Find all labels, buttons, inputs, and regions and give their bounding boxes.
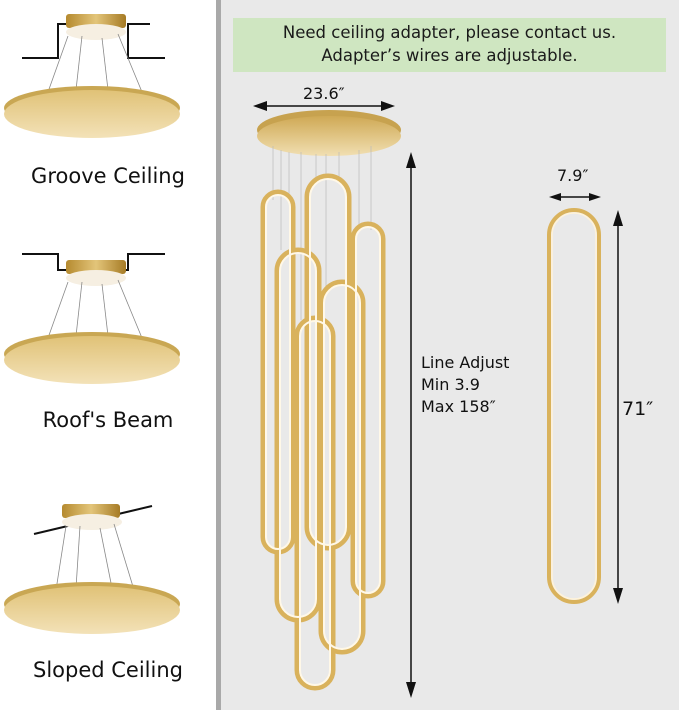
ring-width-label: 7.9″ (557, 166, 589, 185)
groove-ceiling-label: Groove Ceiling (31, 164, 185, 188)
roofs-beam-label: Roof's Beam (42, 408, 174, 432)
canopy-width-arrow-icon (253, 101, 395, 111)
ring-dimension-illustration (547, 193, 623, 604)
line-adjust-arrow-icon (406, 152, 416, 698)
line-adjust-min: Min 3.9 (421, 375, 480, 394)
adapter-notice-line1: Need ceiling adapter, please contact us. (282, 23, 617, 42)
ring-height-label: 71″ (622, 398, 654, 420)
adapter-notice-line2: Adapter’s wires are adjustable. (321, 46, 578, 65)
canopy-width-label: 23.6″ (303, 84, 345, 103)
roofs-beam-lamp-icon (4, 253, 180, 384)
adapter-notice-banner: Need ceiling adapter, please contact us.… (233, 18, 666, 72)
sloped-ceiling-label: Sloped Ceiling (33, 658, 183, 682)
installation-options-panel: Groove Ceiling Roof's Beam Sloped Ceilin… (0, 0, 216, 710)
chandelier-illustration (257, 110, 401, 691)
line-adjust-title: Line Adjust (421, 353, 510, 372)
sloped-ceiling-lamp-icon (4, 504, 180, 634)
dimensions-panel: Need ceiling adapter, please contact us.… (221, 0, 679, 710)
groove-ceiling-lamp-icon (4, 14, 180, 138)
panel-divider (216, 0, 221, 710)
line-adjust-max: Max 158″ (421, 397, 496, 416)
line-adjust-note: Line Adjust Min 3.9 Max 158″ (421, 352, 509, 418)
